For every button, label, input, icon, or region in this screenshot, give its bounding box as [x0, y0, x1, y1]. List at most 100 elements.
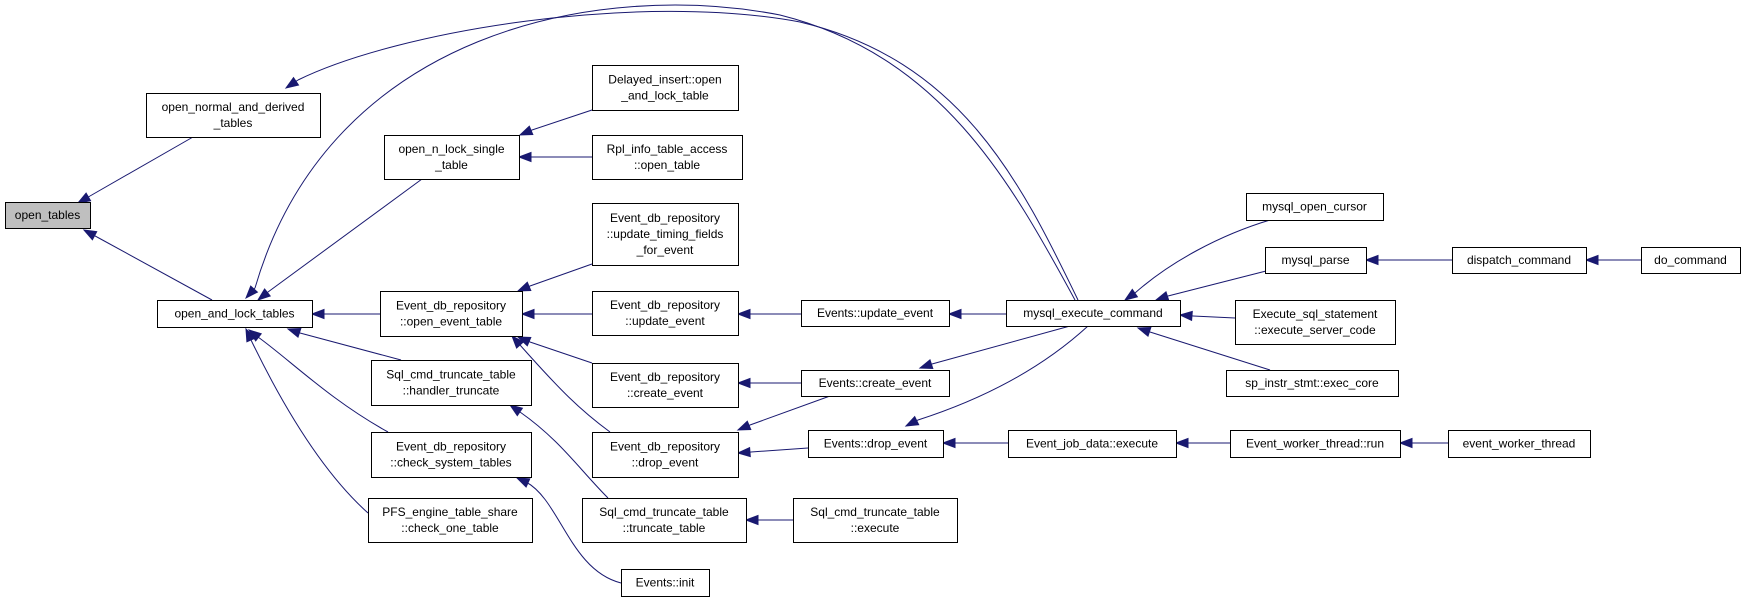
- edge-open_normal_and_derived_tables-to-open_tables: [76, 136, 194, 204]
- node-label: Events::drop_event: [824, 437, 928, 451]
- edge-event_db_repository_update_timing_fields_for_event-to-event_db_repository_open_event_table: [516, 263, 593, 292]
- node-dispatch-command[interactable]: dispatch_command: [1452, 247, 1587, 274]
- edge-events_create_event-to-events_drop_event: [736, 395, 831, 431]
- node-event-db-repository-update-event[interactable]: Event_db_repository::update_event: [592, 291, 739, 336]
- node-sql-cmd-truncate-table-handler-truncate[interactable]: Sql_cmd_truncate_table::handler_truncate: [371, 360, 532, 406]
- node-delayed-insert-open-and-lock-table[interactable]: Delayed_insert::open_and_lock_table: [592, 65, 739, 111]
- arrowhead: [904, 415, 920, 427]
- node-box: [592, 291, 739, 336]
- node-sql-cmd-truncate-table-execute[interactable]: Sql_cmd_truncate_table::execute: [793, 498, 958, 543]
- edge-mysql_execute_command-to-open_normal_and_derived_tables: [284, 10, 1079, 301]
- node-box: [1008, 430, 1177, 458]
- arrowhead: [516, 281, 532, 292]
- edge-line: [257, 336, 389, 433]
- edge-event_worker_thread-to-event_worker_thread_run: [1398, 437, 1448, 449]
- arrowhead: [736, 420, 752, 431]
- node-events-create-event[interactable]: Events::create_event: [801, 370, 950, 397]
- node-label: _and_lock_table: [620, 89, 709, 103]
- node-events-drop-event[interactable]: Events::drop_event: [808, 430, 944, 458]
- node-box: [371, 360, 532, 406]
- edge-line: [267, 178, 423, 293]
- edge-line: [529, 341, 593, 364]
- edge-open_and_lock_tables-to-open_tables: [82, 229, 213, 301]
- edge-line: [917, 325, 1089, 421]
- node-label: Delayed_insert::open: [608, 73, 721, 87]
- node-box: [146, 93, 321, 138]
- node-label: Events::update_event: [817, 306, 934, 320]
- node-label: Event_db_repository: [610, 370, 720, 384]
- edge-mysql_open_cursor-to-mysql_execute_command: [1123, 219, 1271, 301]
- node-label: Event_job_data::execute: [1026, 437, 1158, 451]
- node-event-worker-thread[interactable]: event_worker_thread: [1448, 430, 1591, 458]
- node-event-job-data-execute[interactable]: Event_job_data::execute: [1008, 430, 1177, 458]
- graph-edges: [76, 4, 1641, 584]
- arrowhead: [1364, 254, 1379, 266]
- arrowhead: [1154, 291, 1170, 302]
- node-box: [793, 498, 958, 543]
- arrowhead: [511, 334, 525, 349]
- node-open-and-lock-tables[interactable]: open_and_lock_tables: [157, 300, 313, 328]
- node-box: [592, 135, 743, 180]
- edge-sql_cmd_truncate_table_handler_truncate-to-open_and_lock_tables: [286, 327, 402, 361]
- node-do-command[interactable]: do_command: [1641, 247, 1741, 274]
- node-event-db-repository-update-timing-fields-for-event[interactable]: Event_db_repository::update_timing_field…: [592, 203, 739, 266]
- edge-sp_instr_stmt_exec_core-to-mysql_execute_command: [1136, 326, 1271, 371]
- node-mysql-parse[interactable]: mysql_parse: [1265, 247, 1367, 274]
- arrowhead: [517, 151, 532, 163]
- node-execute-sql-statement-execute-server-code[interactable]: Execute_sql_statement::execute_server_co…: [1235, 300, 1396, 345]
- node-label: Event_db_repository: [610, 440, 720, 454]
- arrowhead: [286, 327, 302, 338]
- node-rpl-info-table-access-open-table[interactable]: Rpl_info_table_access::open_table: [592, 135, 743, 180]
- arrowhead: [1123, 288, 1139, 301]
- edge-events_drop_event-to-event_db_repository_drop_event: [736, 446, 809, 458]
- edge-line: [1149, 331, 1271, 371]
- node-box: [384, 135, 520, 180]
- node-label: mysql_open_cursor: [1262, 200, 1367, 214]
- node-label: Sql_cmd_truncate_table: [810, 505, 940, 519]
- edge-line: [749, 395, 831, 426]
- node-box: [592, 65, 739, 111]
- edge-line: [519, 411, 609, 499]
- edge-rpl_info_table_access_open_table-to-open_n_lock_single_table: [517, 151, 592, 163]
- edge-line: [525, 481, 622, 584]
- node-label: do_command: [1654, 253, 1727, 267]
- edge-event_job_data_execute-to-events_drop_event: [941, 437, 1008, 449]
- node-event-worker-thread-run[interactable]: Event_worker_thread::run: [1230, 430, 1401, 458]
- node-open-normal-and-derived-tables[interactable]: open_normal_and_derived_tables: [146, 93, 321, 138]
- node-open-n-lock-single-table[interactable]: open_n_lock_single_table: [384, 135, 520, 180]
- arrowhead: [736, 377, 751, 389]
- node-label: Events::create_event: [819, 376, 932, 390]
- node-events-init[interactable]: Events::init: [621, 569, 710, 597]
- node-box: [1235, 300, 1396, 345]
- node-sql-cmd-truncate-table-truncate-table[interactable]: Sql_cmd_truncate_table::truncate_table: [582, 498, 747, 543]
- node-open-tables[interactable]: open_tables: [5, 202, 91, 229]
- node-event-db-repository-open-event-table[interactable]: Event_db_repository::open_event_table: [380, 291, 523, 337]
- node-event-db-repository-check-system-tables[interactable]: Event_db_repository::check_system_tables: [371, 432, 532, 478]
- node-label: Event_db_repository: [396, 299, 506, 313]
- node-mysql-open-cursor[interactable]: mysql_open_cursor: [1246, 193, 1384, 221]
- node-label: Event_worker_thread::run: [1246, 437, 1384, 451]
- node-event-db-repository-create-event[interactable]: Event_db_repository::create_event: [592, 363, 739, 408]
- node-events-update-event[interactable]: Events::update_event: [801, 300, 950, 327]
- node-pfs-engine-table-share-check-one-table[interactable]: PFS_engine_table_share::check_one_table: [368, 498, 533, 543]
- edge-line: [931, 325, 1071, 365]
- arrowhead: [76, 192, 92, 204]
- node-label: ::execute: [851, 521, 900, 535]
- edge-line: [89, 136, 194, 197]
- node-mysql-execute-command[interactable]: mysql_execute_command: [1006, 300, 1181, 327]
- arrowhead: [736, 308, 751, 320]
- arrowhead: [520, 308, 535, 320]
- node-label: ::check_system_tables: [390, 456, 511, 470]
- arrowhead: [1584, 254, 1599, 266]
- edge-event_db_repository_check_system_tables-to-open_and_lock_tables: [247, 329, 389, 433]
- node-sp-instr-stmt-exec-core[interactable]: sp_instr_stmt::exec_core: [1226, 370, 1399, 397]
- arrowhead: [310, 308, 325, 320]
- arrowhead: [736, 446, 751, 458]
- node-box: [368, 498, 533, 543]
- node-label: ::check_one_table: [401, 521, 499, 535]
- node-event-db-repository-drop-event[interactable]: Event_db_repository::drop_event: [592, 432, 739, 478]
- edge-events_create_event-to-event_db_repository_create_event: [736, 377, 801, 389]
- node-box: [5, 202, 91, 229]
- node-label: Rpl_info_table_access: [607, 142, 728, 156]
